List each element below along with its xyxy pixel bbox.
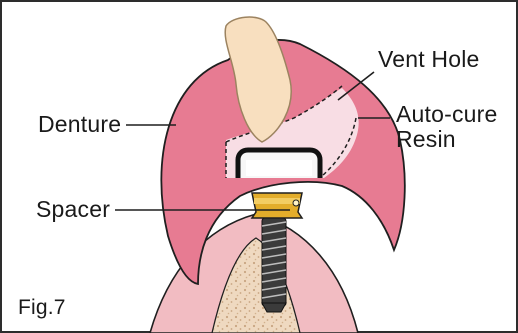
implant-fixture: [262, 218, 286, 312]
auto-cure-label-line2: Resin: [396, 127, 498, 152]
spacer-label: Spacer: [36, 196, 110, 223]
vent-hole-label: Vent Hole: [378, 46, 480, 73]
spacer-abutment: [252, 193, 302, 218]
denture-label: Denture: [38, 111, 121, 138]
metal-housing: [238, 150, 320, 178]
figure-label: Fig.7: [18, 296, 66, 320]
auto-cure-label-line1: Auto-cure: [396, 102, 498, 127]
auto-cure-resin-label: Auto-cure Resin: [396, 102, 498, 152]
